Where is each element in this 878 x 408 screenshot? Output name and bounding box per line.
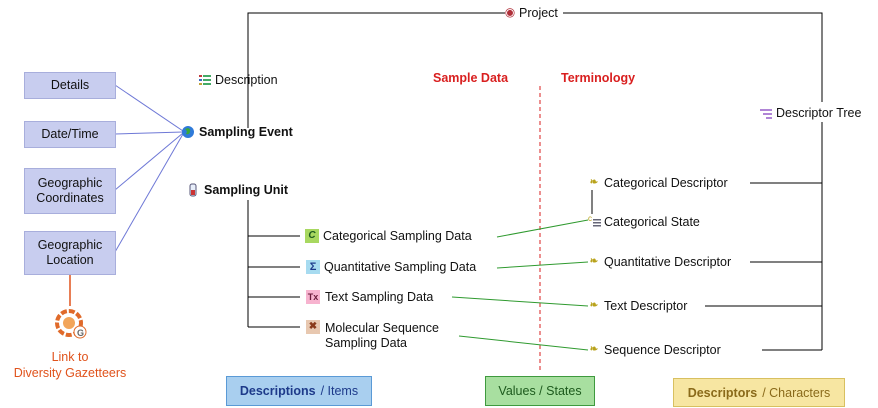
categorical-state-node[interactable]: Categorical State [604, 215, 700, 229]
geo-coords-line-1: Geographic [37, 176, 103, 190]
connector-geo-location [114, 133, 184, 253]
connector-details [114, 84, 184, 132]
lock-icon: ◉ [504, 5, 516, 19]
description-node[interactable]: Description [215, 73, 278, 87]
text-icon: Tx [306, 290, 320, 304]
gazetteer-link-line-2: Diversity Gazetteers [13, 366, 127, 380]
legend-descriptors-rest: / Characters [762, 385, 831, 400]
categorical-descriptor-node[interactable]: Categorical Descriptor [604, 176, 728, 190]
link-categorical [496, 219, 589, 238]
key-icon: ❧ [589, 300, 599, 311]
legend-values-text: Values / States [498, 384, 582, 398]
dna-icon: ✖ [306, 320, 320, 334]
key-icon: ❧ [589, 177, 599, 188]
sequence-descriptor-node[interactable]: Sequence Descriptor [604, 343, 721, 357]
molecular-sampling-data-node[interactable]: Molecular Sequence Sampling Data [325, 321, 439, 351]
geographic-location-box[interactable]: Geographic Location [24, 231, 116, 275]
project-node[interactable]: Project [519, 6, 558, 20]
gazetteer-link[interactable]: Link to Diversity Gazetteers [0, 349, 140, 381]
tree-icon [759, 106, 773, 120]
sample-data-header: Sample Data [433, 71, 509, 85]
project-frame-line [247, 12, 505, 128]
link-sequence [458, 335, 589, 351]
list-icon [198, 73, 212, 87]
categorical-sampling-data-node[interactable]: Categorical Sampling Data [323, 229, 472, 243]
legend-descriptions-bold: Descriptions [239, 384, 316, 398]
list-icon: c [588, 213, 602, 227]
terminology-header: Terminology [561, 71, 636, 85]
text-sampling-data-node[interactable]: Text Sampling Data [325, 290, 434, 304]
gazetteer-logo-letter: G [77, 328, 84, 338]
sigma-icon: Σ [306, 260, 320, 274]
molecular-line-1: Molecular Sequence [325, 321, 439, 335]
datetime-box[interactable]: Date/Time [24, 121, 116, 148]
key-icon: ❧ [589, 256, 599, 267]
key-icon: ❧ [589, 344, 599, 355]
quantitative-descriptor-node[interactable]: Quantitative Descriptor [604, 255, 732, 269]
svg-text:c: c [588, 214, 592, 223]
sampling-event-node[interactable]: Sampling Event [199, 125, 293, 139]
descriptor-tree-node[interactable]: Descriptor Tree [776, 106, 862, 120]
legend-descriptions-items: Descriptions / Items [226, 376, 372, 406]
molecular-line-2: Sampling Data [325, 336, 407, 350]
text-descriptor-node[interactable]: Text Descriptor [604, 299, 688, 313]
categorical-icon: C [305, 229, 319, 243]
sampling-unit-node[interactable]: Sampling Unit [204, 183, 289, 197]
geo-location-line-2: Location [46, 253, 94, 267]
details-box[interactable]: Details [24, 72, 116, 99]
legend-values-states: Values / States [485, 376, 595, 406]
geo-coords-line-2: Coordinates [36, 191, 104, 205]
legend-descriptors-characters: Descriptors / Characters [673, 378, 845, 407]
legend-descriptions-rest: / Items [320, 384, 359, 398]
geographic-coordinates-box[interactable]: Geographic Coordinates [24, 168, 116, 214]
connector-geo-coords [114, 132, 184, 191]
link-quantitative [496, 261, 589, 269]
legend-descriptors-bold: Descriptors [687, 385, 758, 400]
project-frame-line-right [563, 12, 823, 102]
gazetteer-link-line-1: Link to [51, 350, 89, 364]
gazetteer-logo-icon[interactable]: G [53, 306, 89, 340]
quantitative-sampling-data-node[interactable]: Quantitative Sampling Data [324, 260, 477, 274]
link-text [451, 296, 589, 307]
geo-location-line-1: Geographic [37, 238, 103, 252]
test-tube-icon [186, 183, 200, 197]
globe-icon [181, 125, 195, 139]
connector-datetime [114, 131, 184, 135]
